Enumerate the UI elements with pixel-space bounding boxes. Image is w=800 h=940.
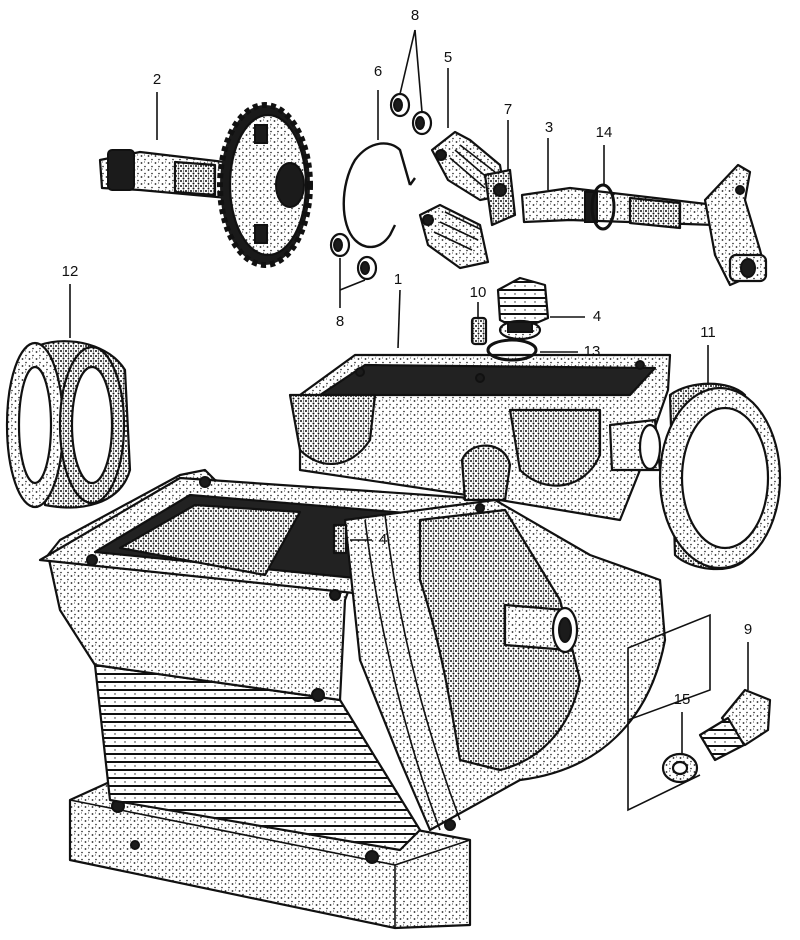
o-ring bbox=[486, 338, 538, 362]
washer bbox=[661, 752, 699, 784]
callout-breather-plug: 4 bbox=[593, 308, 601, 325]
callout-wire-spring: 6 bbox=[374, 63, 382, 80]
callout-clip-top: 8 bbox=[411, 7, 419, 24]
callout-shaft-ring: 14 bbox=[596, 124, 613, 141]
assembly-guide-line bbox=[627, 613, 711, 812]
shaft-ring bbox=[590, 183, 616, 231]
callout-shift-shaft: 3 bbox=[545, 119, 553, 136]
callout-crankcase: 1 bbox=[394, 271, 402, 288]
callout-washer: 15 bbox=[674, 691, 691, 708]
wire-spring bbox=[342, 142, 416, 249]
breather-plug bbox=[496, 276, 550, 341]
bearing-right bbox=[658, 382, 782, 571]
callout-rocker-arm-set: 5 bbox=[444, 49, 452, 66]
callout-bearing-right: 11 bbox=[700, 324, 716, 341]
dowel-10 bbox=[470, 316, 488, 346]
rocker-pivot bbox=[483, 168, 517, 227]
callout-rocker-pivot: 7 bbox=[504, 101, 512, 118]
clip-top bbox=[389, 92, 433, 136]
crankcase bbox=[38, 353, 672, 930]
callout-dowel-10: 10 bbox=[470, 284, 487, 301]
camshaft bbox=[98, 102, 313, 268]
bearing-left bbox=[5, 340, 132, 509]
callout-dowel-pin: 4 bbox=[379, 531, 387, 548]
callout-camshaft: 2 bbox=[153, 71, 161, 88]
shift-shaft bbox=[520, 163, 768, 287]
callout-labels: 1 2 3 4 4 5 6 7 8 8 9 10 11 12 13 14 15 bbox=[62, 7, 753, 708]
callout-o-ring: 13 bbox=[584, 343, 601, 360]
callout-drain-bolt: 9 bbox=[744, 621, 752, 638]
drain-bolt bbox=[698, 688, 772, 762]
callout-bearing-left: 12 bbox=[62, 263, 79, 280]
leader-lines bbox=[69, 29, 749, 754]
clip-bottom bbox=[329, 232, 378, 281]
callout-clip-bottom: 8 bbox=[336, 313, 344, 330]
